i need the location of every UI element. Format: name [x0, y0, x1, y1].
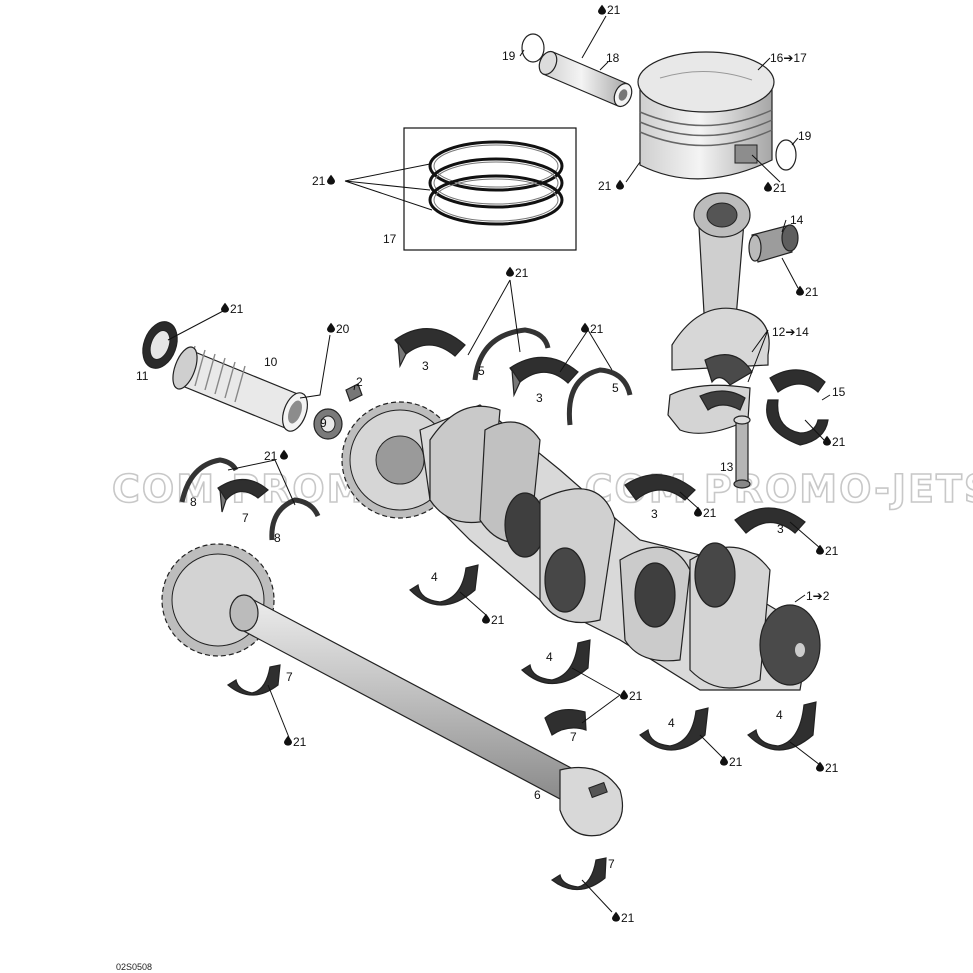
main-bearing-lower-d — [747, 701, 817, 751]
connecting-rod-part — [667, 192, 770, 434]
main-bearing-upper-a — [394, 328, 466, 369]
callout-8-b: 8 — [274, 531, 281, 545]
callout-21-g: 21 — [293, 735, 307, 749]
oil-seal-part — [142, 321, 178, 369]
needle-bearing-part — [313, 408, 343, 440]
circlip-right — [775, 139, 797, 171]
callout-21-c: 21 — [703, 506, 717, 520]
callout-14: 14 — [790, 213, 804, 227]
callout-4-c: 4 — [668, 716, 675, 730]
callout-3-b: 3 — [536, 391, 543, 405]
callout-15: 15 — [832, 385, 846, 399]
callout-21-j: 21 — [621, 911, 635, 925]
piston-part — [637, 51, 797, 180]
woodruff-key-part — [345, 383, 363, 402]
callout-21-piston-bottom: 21 — [773, 181, 787, 195]
callout-9: 9 — [320, 416, 327, 430]
callout-12-14: 12➔14 — [772, 325, 809, 339]
callout-6: 6 — [534, 788, 541, 802]
callout-labels: 21 19 18 16➔17 19 21 21 21 17 14 21 21 2… — [116, 3, 846, 972]
callout-4-a: 4 — [431, 570, 438, 584]
main-bearing-upper-d — [734, 507, 806, 534]
callout-3-a: 3 — [422, 359, 429, 373]
callout-21-pin-top: 21 — [607, 3, 621, 17]
rod-bushing-part — [748, 224, 799, 263]
callout-21-seal: 21 — [230, 302, 244, 316]
callout-19-left: 19 — [502, 49, 516, 63]
callout-7-b: 7 — [286, 670, 293, 684]
thrust-washer-d — [269, 497, 321, 541]
callout-7-c: 7 — [570, 730, 577, 744]
callout-4-b: 4 — [546, 650, 553, 664]
spline-sleeve-part — [172, 345, 308, 432]
callout-8-a: 8 — [190, 495, 197, 509]
rod-bearing-part — [766, 369, 829, 446]
callout-21-d: 21 — [825, 544, 839, 558]
callout-10: 10 — [264, 355, 278, 369]
callout-21-thrust: 21 — [264, 449, 278, 463]
balancer-shaft-part — [161, 543, 624, 837]
callout-17: 17 — [383, 232, 397, 246]
callout-11: 11 — [136, 369, 149, 383]
callout-21-rod-bearing: 21 — [805, 285, 819, 299]
main-bearing-lower-b — [521, 639, 591, 685]
callout-21-e: 21 — [491, 613, 505, 627]
thrust-washer-c — [179, 457, 239, 503]
callout-7-a: 7 — [242, 511, 249, 525]
rod-bolt-part — [733, 415, 751, 489]
main-bearing-lower-a — [409, 564, 479, 606]
main-bearing-upper-c — [624, 474, 696, 501]
thrust-washer-a — [472, 327, 551, 381]
crankshaft-part — [419, 404, 821, 691]
callout-7-d: 7 — [608, 857, 615, 871]
balancer-bearing-lower-b — [544, 708, 587, 736]
callout-21-f: 21 — [629, 689, 643, 703]
balancer-bearing-lower-c — [550, 857, 607, 891]
callout-3-d: 3 — [777, 522, 784, 536]
piston-pin-part — [521, 33, 633, 108]
callout-21-piston-left: 21 — [598, 179, 612, 193]
thrust-washer-b — [566, 367, 633, 426]
callout-21-main-top: 21 — [515, 266, 529, 280]
callout-5-b: 5 — [612, 381, 619, 395]
callout-21-rings: 21 — [312, 174, 326, 188]
callout-18: 18 — [606, 51, 620, 65]
circlip-left — [521, 33, 545, 63]
callout-1-2: 1➔2 — [806, 589, 830, 603]
callout-19-right: 19 — [798, 129, 812, 143]
balancer-bearing-lower-a — [226, 664, 281, 696]
callout-2: 2 — [356, 375, 363, 389]
callout-4-d: 4 — [776, 708, 783, 722]
main-bearing-upper-b — [509, 356, 579, 398]
leader-lines — [167, 15, 831, 913]
callout-21-top-right: 21 — [590, 322, 604, 336]
piston-rings-box — [344, 127, 577, 251]
callout-21-cap: 21 — [832, 435, 846, 449]
callout-16-17: 16➔17 — [770, 51, 807, 65]
drawing-code: 02S0508 — [116, 962, 152, 972]
balancer-bearing-upper — [217, 478, 269, 513]
callout-5-a: 5 — [478, 364, 485, 378]
callout-13: 13 — [720, 460, 734, 474]
callout-21-i: 21 — [825, 761, 839, 775]
callout-20: 20 — [336, 322, 350, 336]
callout-21-h: 21 — [729, 755, 743, 769]
callout-3-c: 3 — [651, 507, 658, 521]
main-bearing-lower-c — [639, 707, 709, 751]
